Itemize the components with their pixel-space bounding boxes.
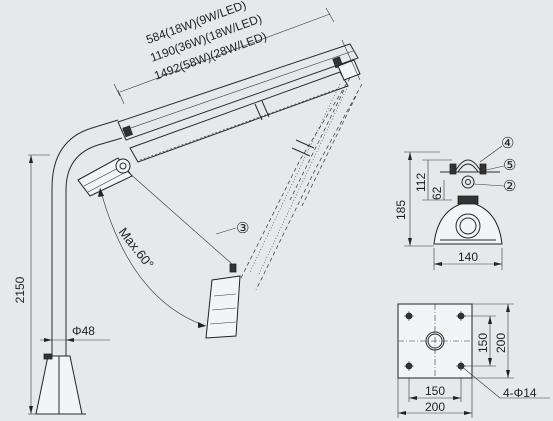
dim-62-label: 62 — [430, 186, 444, 200]
lamp-fixture-upper — [77, 43, 361, 197]
callout-4-label: ④ — [501, 135, 514, 152]
plate-dim-150-h: 150 — [425, 384, 445, 398]
callout-3: ③ — [215, 220, 249, 237]
dim-112-label: 112 — [414, 173, 428, 192]
pole-height-label: 2150 — [13, 276, 27, 303]
callout-2-label: ② — [503, 178, 516, 195]
dim-185-label: 185 — [394, 200, 408, 220]
plate-dim-150-v: 150 — [476, 333, 490, 353]
clamp-side-view: ④ ⑤ ② 112 62 185 140 — [394, 135, 516, 270]
base-plate-view: 150 200 150 200 4-Φ14 — [397, 303, 550, 418]
arm-length-dimensions: 584(18W)(9W/LED) 1190(36W)(18W/LED) 1492… — [113, 0, 361, 105]
plate-holes-label: 4-Φ14 — [503, 386, 537, 400]
callout-5-label: ⑤ — [503, 157, 516, 174]
plate-dim-200-v: 200 — [494, 333, 508, 353]
pole-diameter-label: Φ48 — [72, 324, 95, 338]
lamp-fixture-tilted — [205, 77, 363, 339]
plate-dim-200-h: 200 — [425, 400, 445, 414]
dim-140-label: 140 — [458, 250, 478, 264]
callout-3-label: ③ — [236, 220, 249, 237]
pole: 2150 Φ48 — [13, 119, 123, 415]
angle-label: Max.60° — [116, 225, 157, 272]
